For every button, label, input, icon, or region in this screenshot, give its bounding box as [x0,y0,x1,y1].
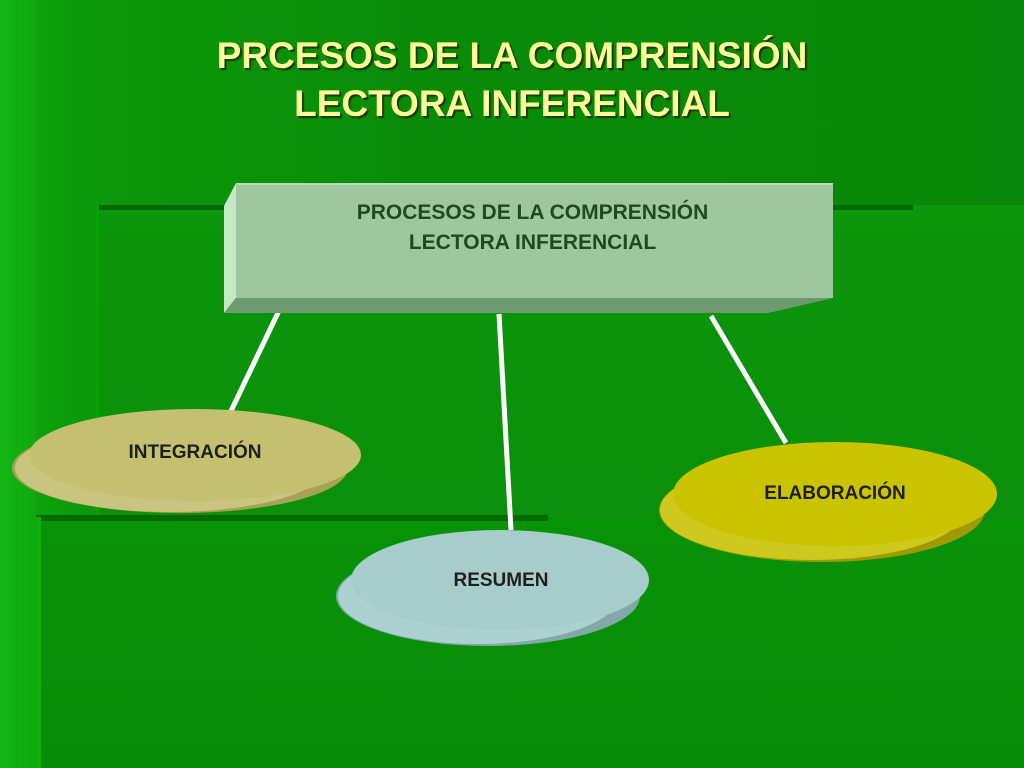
root-node-label: PROCESOS DE LA COMPRENSIÓN LECTORA INFER… [356,201,709,254]
elaboracion-node [659,442,997,562]
slide-title: PRCESOS DE LA COMPRENSIÓN LECTORA INFERE… [216,35,808,124]
integracion-label: INTEGRACIÓN [128,442,262,463]
resumen-node [336,530,649,646]
background-left-strip [0,0,36,768]
root-node [224,183,833,313]
connector-elaboracion [708,314,789,445]
connector-integracion [228,294,289,413]
resumen-label: RESUMEN [453,570,549,591]
connector-resumen [496,313,514,531]
background-panel-bottom-left [36,517,41,768]
integracion-node [12,409,361,513]
background-panel-bottom-edge [36,515,548,521]
elaboracion-label: ELABORACIÓN [764,483,906,504]
